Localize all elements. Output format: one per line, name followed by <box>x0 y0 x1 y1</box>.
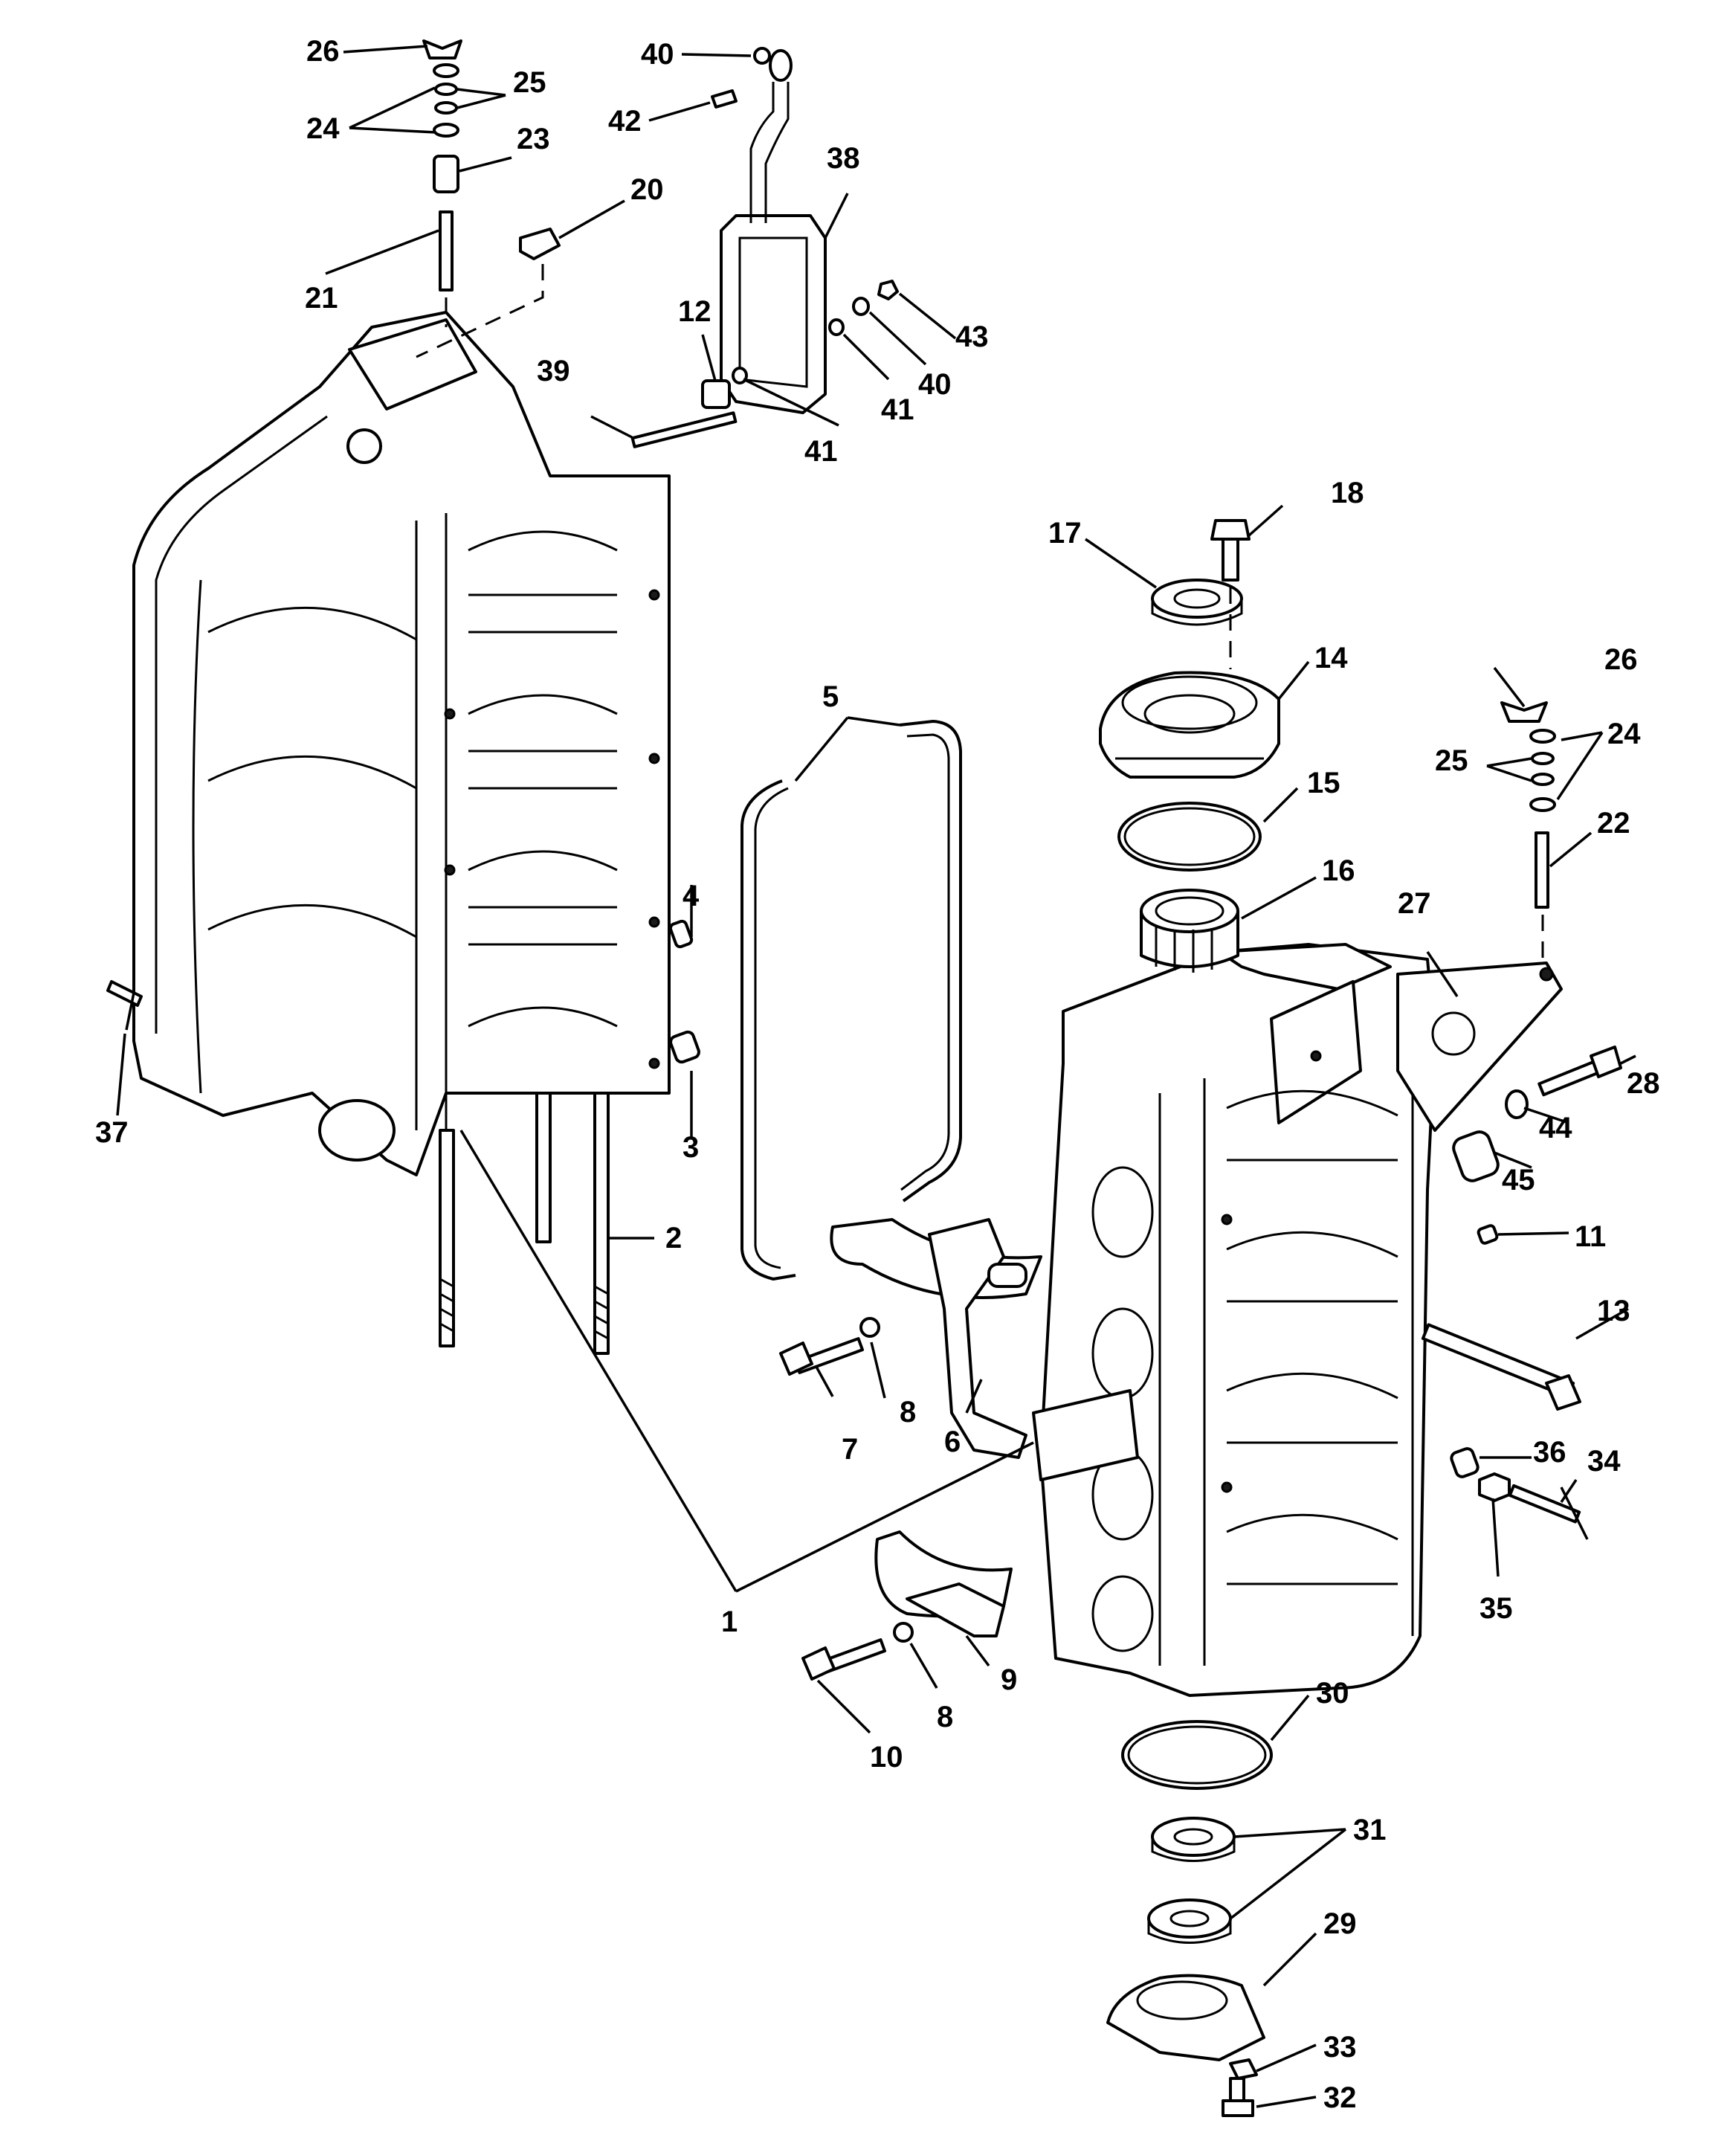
callout-26-right: 26 <box>1604 643 1638 676</box>
callout-24-right: 24 <box>1607 718 1641 750</box>
callout-31: 31 <box>1353 1814 1387 1846</box>
stud-bolts <box>439 1092 610 1355</box>
callout-41-lower: 41 <box>804 435 838 468</box>
callout-17: 17 <box>1048 517 1082 550</box>
callout-34: 34 <box>1587 1445 1621 1478</box>
callout-14: 14 <box>1314 642 1348 674</box>
callout-7: 7 <box>842 1433 858 1466</box>
callout-35: 35 <box>1480 1592 1513 1625</box>
callout-41-upper: 41 <box>881 393 914 426</box>
callout-45: 45 <box>1502 1164 1535 1196</box>
callout-1: 1 <box>721 1605 738 1638</box>
crankcase-cover <box>1032 943 1436 1697</box>
callout-9: 9 <box>1001 1663 1017 1696</box>
ignition-module <box>630 49 827 448</box>
callout-23: 23 <box>517 123 550 155</box>
upper-end-cap <box>1099 519 1280 779</box>
callout-38: 38 <box>827 142 860 175</box>
callout-11: 11 <box>1575 1220 1606 1253</box>
callout-25-top-left: 25 <box>513 66 546 99</box>
bypass-tubes <box>740 720 962 1281</box>
callout-5: 5 <box>822 680 839 713</box>
needle-bearing <box>1140 889 1239 973</box>
crankcase-fasteners <box>1421 1224 1581 1524</box>
callout-28: 28 <box>1627 1067 1660 1100</box>
callout-15: 15 <box>1307 767 1340 799</box>
callout-40-top: 40 <box>641 38 674 71</box>
callout-20: 20 <box>630 173 664 206</box>
callout-32: 32 <box>1323 2081 1357 2114</box>
main-bearing-lower <box>874 1530 1013 1637</box>
locating-pins <box>668 919 700 1064</box>
callout-3: 3 <box>683 1131 699 1164</box>
wing-nut-stack-left <box>416 39 561 358</box>
module-hardware <box>711 47 899 384</box>
callout-24-top-left: 24 <box>306 112 340 145</box>
callout-39: 39 <box>537 355 570 387</box>
callout-44: 44 <box>1539 1112 1572 1144</box>
callout-18: 18 <box>1331 477 1364 509</box>
callout-10: 10 <box>870 1741 903 1774</box>
callout-37: 37 <box>95 1116 129 1149</box>
callout-12: 12 <box>678 295 711 328</box>
callout-2: 2 <box>665 1222 682 1254</box>
callout-30: 30 <box>1316 1677 1349 1710</box>
callout-27: 27 <box>1398 887 1431 920</box>
callout-42: 42 <box>608 105 642 138</box>
callout-29: 29 <box>1323 1907 1357 1940</box>
callout-13: 13 <box>1597 1295 1630 1327</box>
callout-40-right: 40 <box>918 368 952 401</box>
wing-nut-stack-right <box>1500 701 1556 959</box>
bearing-bolts <box>779 1317 914 1681</box>
callout-6: 6 <box>944 1426 961 1458</box>
lower-end-cap-stack <box>1106 1720 1273 2117</box>
mounting-bracket <box>1396 962 1622 1182</box>
o-ring-upper <box>1117 802 1262 872</box>
callout-16: 16 <box>1322 854 1355 887</box>
cylinder-block <box>132 311 671 1176</box>
callout-8-lower: 8 <box>937 1701 953 1733</box>
callout-26-top-left: 26 <box>306 35 340 68</box>
callout-25-right: 25 <box>1435 744 1468 777</box>
main-bearing-upper <box>830 1218 1042 1459</box>
callout-8-upper: 8 <box>900 1396 916 1429</box>
callout-43: 43 <box>955 321 989 353</box>
callout-22: 22 <box>1597 807 1630 840</box>
callout-33: 33 <box>1323 2031 1357 2064</box>
leader-lines <box>116 45 1636 2108</box>
callout-labels: 26 25 24 23 20 21 40 42 38 12 39 41 41 4… <box>95 35 1660 2114</box>
callout-4: 4 <box>683 880 700 912</box>
callout-36: 36 <box>1533 1436 1566 1469</box>
callout-21: 21 <box>305 282 338 315</box>
